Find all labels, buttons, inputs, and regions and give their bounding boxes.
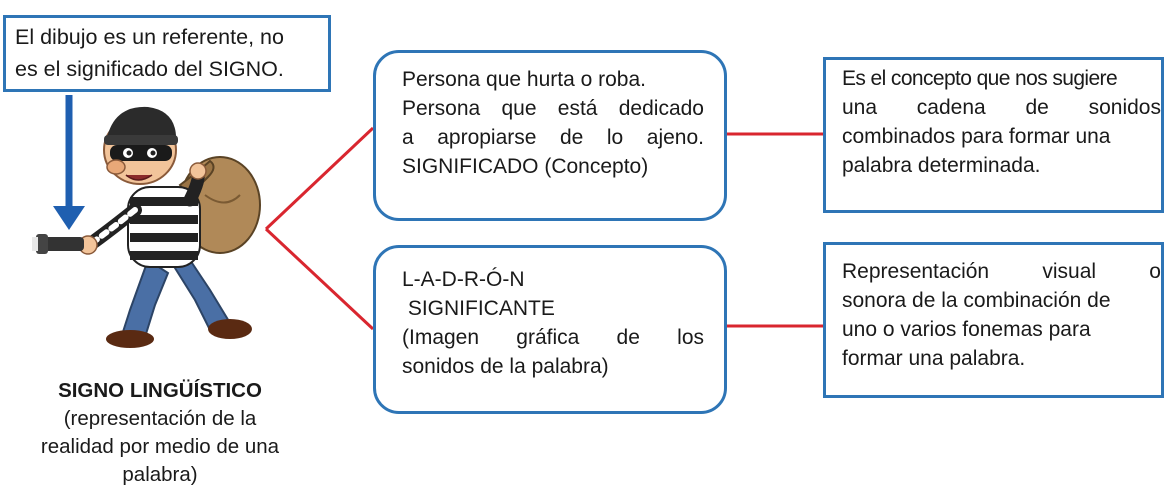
caption-line: palabra) <box>122 463 198 486</box>
caption-title: SIGNO LINGÜÍSTICO <box>58 379 262 402</box>
significante-line: (Imagen gráfica de los <box>402 326 704 349</box>
signifier-definition-box: Representación visual o sonora de la com… <box>823 242 1164 398</box>
striped-shirt <box>127 186 201 268</box>
note-line: El dibujo es un referente, no <box>15 25 284 49</box>
thief-head <box>103 106 178 185</box>
significante-line: L-A-D-R-Ó-N <box>402 268 525 291</box>
signifier-definition-line: sonora de la combinación de <box>842 289 1111 312</box>
signifier-definition-line: formar una palabra. <box>842 347 1026 370</box>
significado-box: Persona que hurta o roba. Persona que es… <box>373 50 727 221</box>
connector-to-significante <box>264 227 375 331</box>
significado-line: Persona que hurta o roba. <box>402 68 647 91</box>
concept-definition-box: Es el concepto que nos sugiere una caden… <box>823 57 1164 213</box>
concept-definition-line: una cadena de sonidos <box>842 96 1161 119</box>
concept-definition-line: Es el concepto que nos sugiere <box>842 67 1118 90</box>
concept-definition-line: combinados para formar una <box>842 125 1111 148</box>
thief-illustration <box>32 106 261 348</box>
caption-line: (representación de la <box>63 407 257 430</box>
significado-line: SIGNIFICADO (Concepto) <box>402 155 649 178</box>
significante-box: L-A-D-R-Ó-N SIGNIFICANTE (Imagen gráfica… <box>373 245 727 414</box>
significado-line: a apropiarse de lo ajeno. <box>402 126 704 149</box>
significante-line: SIGNIFICANTE <box>402 297 555 320</box>
down-arrow-icon <box>53 95 85 230</box>
caption-line: realidad por medio de una <box>40 435 280 458</box>
signo-caption: SIGNO LINGÜÍSTICO (representación de la … <box>0 377 320 489</box>
note-line: es el significado del SIGNO. <box>15 57 284 81</box>
concept-definition-line: palabra determinada. <box>842 154 1041 177</box>
connector-layer <box>53 95 823 331</box>
significante-line: sonidos de la palabra) <box>402 355 609 378</box>
note-box: El dibujo es un referente, no es el sign… <box>3 15 331 92</box>
flashlight-icon <box>32 234 84 254</box>
significado-line: Persona que está dedicado <box>402 97 704 120</box>
signifier-definition-line: Representación visual o <box>842 260 1161 283</box>
signifier-definition-line: uno o varios fonemas para <box>842 318 1091 341</box>
connector-to-significado <box>264 126 375 231</box>
